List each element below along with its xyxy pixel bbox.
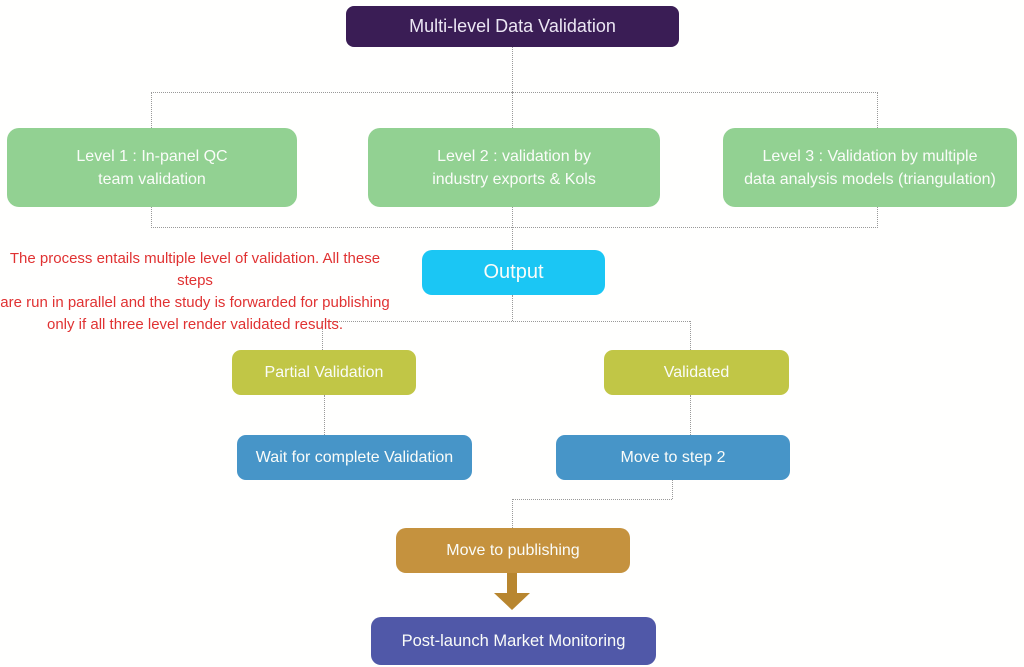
level-3-box: Level 3 : Validation by multiple data an… [723,128,1017,207]
connector-to-level1 [151,92,152,128]
connector-mid-horizontal [151,227,878,228]
level-1-box: Level 1 : In-panel QC team validation [7,128,297,207]
connector-to-level3 [877,92,878,128]
connector-to-level2 [512,92,513,128]
partial-validation-box: Partial Validation [232,350,416,395]
connector-to-output [512,227,513,250]
connector-publish-horizontal [512,499,672,500]
down-arrow-head [494,593,530,610]
connector-to-validated [690,321,691,350]
connector-level2-down [512,207,513,228]
down-arrow-stem [507,573,517,594]
wait-for-validation-box: Wait for complete Validation [237,435,472,480]
connector-partial-to-wait [324,395,325,435]
connector-top-horizontal [151,92,878,93]
process-note: The process entails multiple level of va… [0,250,390,333]
connector-validated-to-step2 [690,395,691,435]
connector-to-partial [322,321,323,350]
connector-level3-down [877,207,878,228]
connector-title-down [512,47,513,92]
validated-box: Validated [604,350,789,395]
connector-step2-down [672,480,673,499]
move-to-publishing-box: Move to publishing [396,528,630,573]
post-launch-monitoring-box: Post-launch Market Monitoring [371,617,656,665]
output-box: Output [422,250,605,295]
down-arrow-icon [494,573,530,610]
connector-to-publishing [512,499,513,528]
title-box: Multi-level Data Validation [346,6,679,47]
connector-branch-horizontal [322,321,690,322]
connector-level1-down [151,207,152,228]
connector-output-down [512,295,513,321]
move-to-step2-box: Move to step 2 [556,435,790,480]
level-2-box: Level 2 : validation by industry exports… [368,128,660,207]
